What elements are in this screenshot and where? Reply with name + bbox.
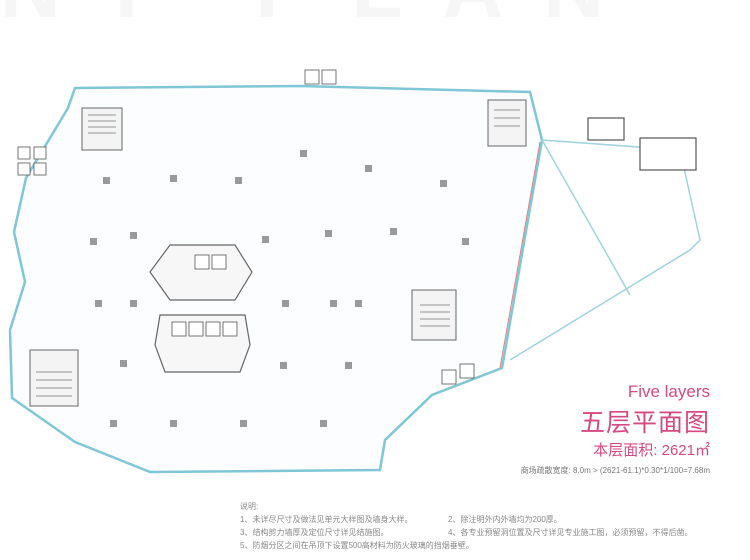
note-item: 4、各专业预留洞位置及尺寸详见专业施工图，必须预留，不得后凿。 xyxy=(448,528,693,537)
note-item: 1、未详尽尺寸及做法见单元大样图及墙身大样。 xyxy=(240,515,413,524)
outer-wall xyxy=(8,84,544,474)
columns xyxy=(90,150,469,427)
floor-area: 本层面积: 2621㎡ xyxy=(593,442,710,459)
note-item: 2、除注明外内外墙均为200厚。 xyxy=(448,515,562,524)
elevators xyxy=(17,69,475,385)
note-item: 5、防烟分区之间在吊顶下设置500高材料为防火玻璃的挡烟垂壁。 xyxy=(240,541,474,550)
notes-heading: 说明: xyxy=(240,502,259,511)
outdoor-terrace xyxy=(499,139,701,369)
evacuation-calculation: 商场疏散宽度: 8.0m > (2621-61.1)*0.30*1/100=7.… xyxy=(520,466,710,475)
watermark: NT PLAN xyxy=(0,0,644,37)
notes: 说明: 1、未详尽尺寸及做法见单元大样图及墙身大样。 2、除注明外内外墙均为200… xyxy=(240,500,750,552)
rooftop-units xyxy=(587,117,697,171)
plan-title-chinese: 五层平面图 xyxy=(579,409,710,437)
plan-title-english: Five layers xyxy=(627,382,710,401)
note-item: 3、结构剪力墙厚及定位尺寸详见结施图。 xyxy=(240,528,389,537)
stair-treads xyxy=(36,109,520,397)
